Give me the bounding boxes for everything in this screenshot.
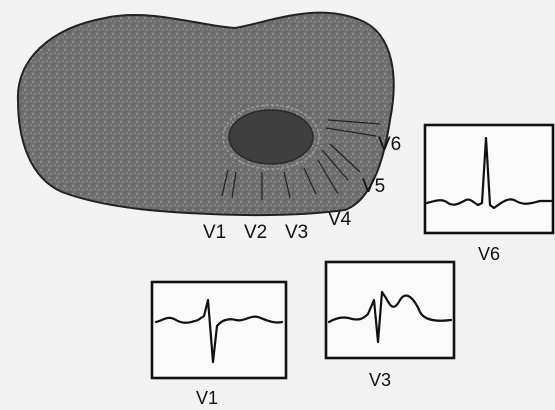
trace-caption-v3: V3 [369,370,391,390]
ecg-trace-v6: V6 [425,125,553,264]
lead-label-v1: V1 [203,222,226,243]
heart [229,110,313,164]
trace-frame-v1 [152,282,286,378]
ecg-trace-v3: V3 [326,262,454,390]
lead-label-v3: V3 [285,222,308,243]
lead-label-v5: V5 [362,176,385,197]
trace-caption-v1: V1 [196,388,218,408]
trace-frame-v3 [326,262,454,358]
lead-label-v2: V2 [244,222,267,243]
trace-caption-v6: V6 [478,244,500,264]
lead-label-v4: V4 [328,209,352,230]
torso-cross-section [18,13,394,216]
lead-label-v6: V6 [378,134,401,155]
ecg-trace-v1: V1 [152,282,286,408]
